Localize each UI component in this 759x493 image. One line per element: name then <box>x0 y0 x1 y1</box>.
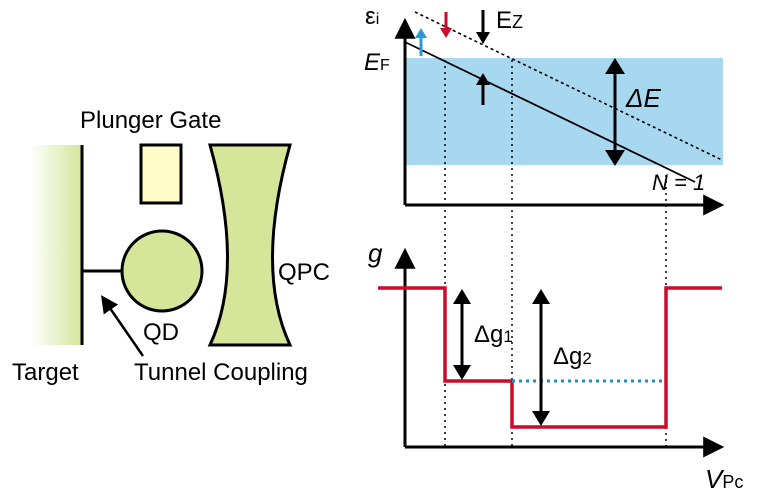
fermi-energy-label: EF <box>364 49 390 76</box>
dg1-arrow-top-head <box>453 289 471 304</box>
energy-y-label: εi <box>365 3 379 30</box>
dg2-arrow-top-head <box>532 289 550 304</box>
energy-window-band <box>405 58 723 165</box>
spin-down-level-line <box>404 41 696 183</box>
plunger-gate-label: Plunger Gate <box>80 107 221 134</box>
conductance-y-label: g <box>368 238 383 268</box>
delta-e-arrow-bottom-head <box>605 150 625 166</box>
delta-e-label: ΔE <box>625 83 661 113</box>
blue-up-arrow-head <box>415 28 427 38</box>
quantum-dot <box>120 229 204 313</box>
up-spin-arrow-head <box>476 73 490 85</box>
dg1-arrow-bottom-head <box>453 365 471 380</box>
tunnel-coupling-label: Tunnel Coupling <box>134 359 308 386</box>
qd-label: QD <box>143 319 179 346</box>
tunnel-coupling-pointer <box>101 295 145 357</box>
device-schematic: Plunger Gate QPC QD Target Tunnel Coupli… <box>12 107 330 386</box>
dg2-label: Δg2 <box>553 343 592 370</box>
qpc-label: QPC <box>278 259 330 286</box>
vpc-label: VPc <box>705 464 743 493</box>
delta-e-arrow-top-head <box>605 58 625 74</box>
conductance-step-curve <box>378 286 722 429</box>
dg2-arrow-bottom-head <box>532 411 550 426</box>
energy-plot: εi EF EZ ΔE N = 1 <box>364 3 725 216</box>
n-label: N = 1 <box>652 170 705 195</box>
guide-lines <box>444 60 667 447</box>
target-lead <box>30 145 82 345</box>
red-down-arrow-head <box>440 28 452 38</box>
qpc-constriction <box>207 143 293 347</box>
spin-up-level-line <box>414 11 723 161</box>
target-label: Target <box>12 359 79 386</box>
dg1-label: Δg1 <box>474 321 513 348</box>
ez-label: EZ <box>496 7 523 34</box>
plunger-gate <box>139 143 183 205</box>
ez-down-arrow-head <box>476 32 490 44</box>
conductance-plot: g Δg1 Δg2 VPc <box>368 238 743 493</box>
